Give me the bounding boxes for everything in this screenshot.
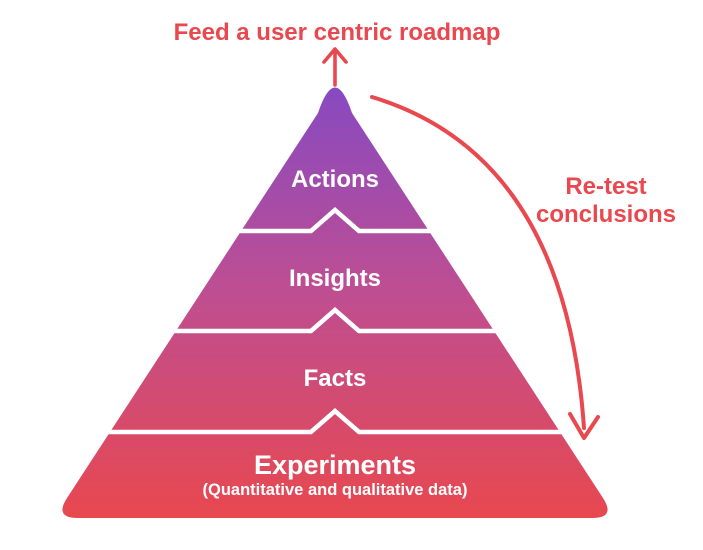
layer-label-facts: Facts <box>304 365 367 392</box>
retest-annotation: Re-test conclusions <box>536 173 676 228</box>
pyramid-shape <box>62 87 608 518</box>
separator-insights-facts <box>169 307 501 334</box>
arrow-curved-retest-icon <box>370 95 600 440</box>
separator-actions-insights <box>234 207 436 234</box>
layer-label-actions: Actions <box>291 166 379 193</box>
layer-label-experiments: Experiments <box>254 450 416 480</box>
retest-annotation-line1: Re-test <box>565 173 646 200</box>
arrow-up-icon <box>322 47 348 87</box>
diagram-title: Feed a user centric roadmap <box>174 19 501 46</box>
separator-facts-experiments <box>103 408 567 435</box>
layer-label-insights: Insights <box>289 265 381 292</box>
layer-separators <box>103 207 567 435</box>
retest-annotation-line2: conclusions <box>536 201 676 228</box>
layer-sublabel-experiments: (Quantitative and qualitative data) <box>203 481 468 499</box>
